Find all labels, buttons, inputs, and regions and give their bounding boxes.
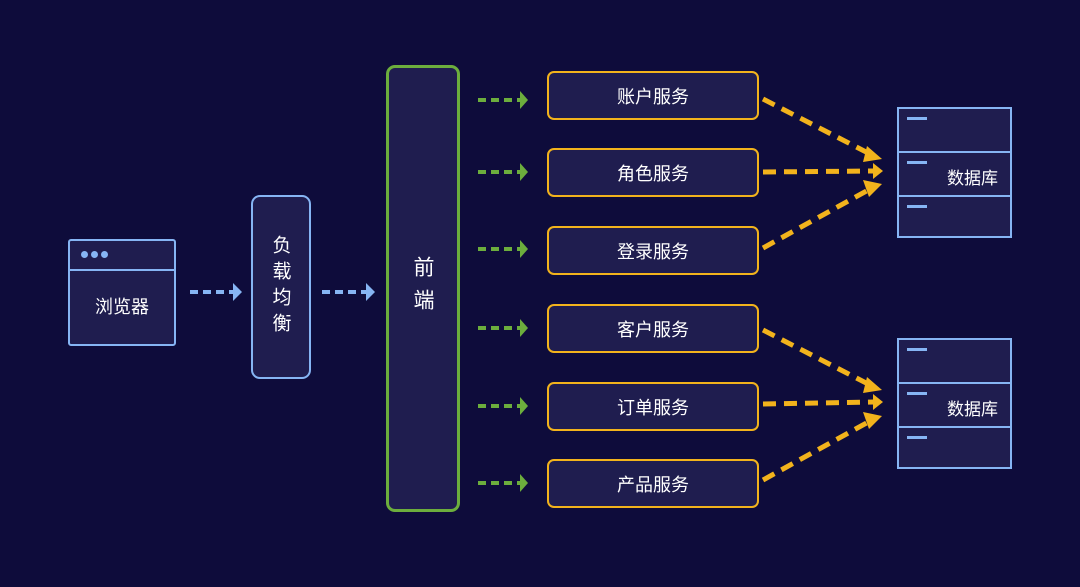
service-login: 登录服务: [547, 226, 759, 275]
browser-label: 浏览器: [95, 297, 149, 318]
browser-node: 浏览器: [68, 239, 176, 346]
db-row-icon: [907, 205, 927, 208]
load-balancer-label: 负载均衡: [269, 235, 292, 339]
frontend-label: 前端: [411, 255, 435, 322]
service-account: 账户服务: [547, 71, 759, 120]
service-product: 产品服务: [547, 459, 759, 508]
window-dot-icon: [81, 251, 88, 258]
load-balancer-node: 负载均衡: [251, 195, 311, 379]
database-bottom: 数据库: [897, 338, 1012, 469]
db-row-icon: [907, 117, 927, 120]
browser-titlebar: [70, 241, 174, 271]
frontend-node: 前端: [386, 65, 460, 512]
service-order: 订单服务: [547, 382, 759, 431]
frontend-to-services-arrows: [478, 91, 528, 492]
db-row-icon: [907, 436, 927, 439]
services-to-db-arrowheads: [863, 146, 883, 429]
services-to-db-arrows: [761, 96, 875, 483]
window-dot-icon: [91, 251, 98, 258]
database-top: 数据库: [897, 107, 1012, 238]
database-label: 数据库: [947, 169, 998, 189]
service-customer: 客户服务: [547, 304, 759, 353]
arrowhead-browser-to-lb: [233, 283, 242, 301]
database-label: 数据库: [947, 400, 998, 420]
window-dot-icon: [101, 251, 108, 258]
db-row-icon: [907, 161, 927, 164]
db-row-icon: [907, 392, 927, 395]
service-role: 角色服务: [547, 148, 759, 197]
db-row-icon: [907, 348, 927, 351]
arrowhead-lb-to-frontend: [366, 283, 375, 301]
